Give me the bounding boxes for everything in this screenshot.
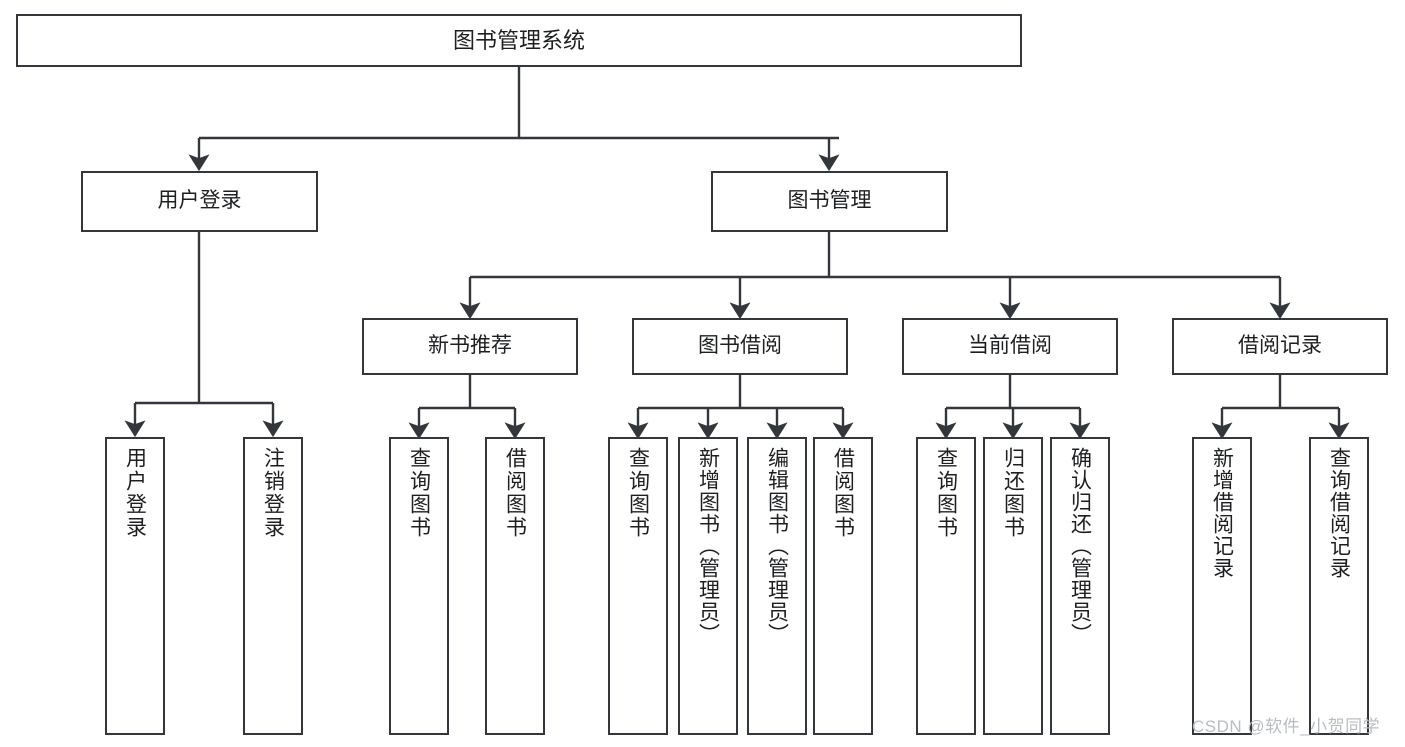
node-current-borrow[interactable]: 当前借阅	[902, 318, 1118, 375]
node-leaf-confirm-return[interactable]: 确认归还（管理员）	[1050, 437, 1110, 735]
node-root-label: 图书管理系统	[452, 27, 585, 53]
node-book-manage[interactable]: 图书管理	[711, 171, 948, 232]
node-leaf-add-book[interactable]: 新增图书（管理员）	[678, 437, 738, 735]
node-book-borrow[interactable]: 图书借阅	[632, 318, 848, 375]
node-leaf-user-login[interactable]: 用户登录	[105, 437, 165, 735]
node-user-login[interactable]: 用户登录	[81, 171, 318, 232]
csdn-watermark: CSDN @软件_小贺同学	[1192, 717, 1381, 736]
node-user-login-label: 用户登录	[157, 189, 242, 213]
node-leaf-query-book-1[interactable]: 查询图书	[389, 437, 449, 735]
node-new-book-recommend-label: 新书推荐	[428, 334, 512, 358]
node-borrow-record-label: 借阅记录	[1238, 334, 1322, 358]
node-leaf-query-record-label: 查询借阅记录	[1327, 447, 1351, 579]
node-book-borrow-label: 图书借阅	[698, 334, 782, 358]
node-leaf-edit-book-label: 编辑图书（管理员）	[765, 447, 789, 645]
node-leaf-borrow-book-2-label: 借阅图书	[831, 447, 855, 539]
node-leaf-query-book-2[interactable]: 查询图书	[608, 437, 668, 735]
node-leaf-add-record-label: 新增借阅记录	[1210, 447, 1234, 579]
node-leaf-user-login-label: 用户登录	[123, 447, 147, 539]
node-leaf-query-book-2-label: 查询图书	[626, 447, 650, 539]
node-current-borrow-label: 当前借阅	[968, 334, 1052, 358]
node-leaf-query-book-1-label: 查询图书	[407, 447, 431, 539]
node-new-book-recommend[interactable]: 新书推荐	[362, 318, 578, 375]
node-leaf-add-record[interactable]: 新增借阅记录	[1192, 437, 1252, 735]
node-leaf-return-book-label: 归还图书	[1001, 447, 1025, 539]
node-leaf-logout-login[interactable]: 注销登录	[243, 437, 303, 735]
node-leaf-query-book-3[interactable]: 查询图书	[916, 437, 976, 735]
node-leaf-borrow-book-2[interactable]: 借阅图书	[813, 437, 873, 735]
node-leaf-query-record[interactable]: 查询借阅记录	[1309, 437, 1369, 735]
node-root[interactable]: 图书管理系统	[16, 14, 1022, 67]
node-leaf-confirm-return-label: 确认归还（管理员）	[1068, 447, 1092, 645]
node-leaf-query-book-3-label: 查询图书	[934, 447, 958, 539]
node-leaf-borrow-book-1[interactable]: 借阅图书	[485, 437, 545, 735]
node-borrow-record[interactable]: 借阅记录	[1172, 318, 1388, 375]
node-leaf-borrow-book-1-label: 借阅图书	[503, 447, 527, 539]
node-leaf-return-book[interactable]: 归还图书	[983, 437, 1043, 735]
node-leaf-logout-login-label: 注销登录	[261, 447, 285, 539]
node-leaf-edit-book[interactable]: 编辑图书（管理员）	[747, 437, 807, 735]
node-leaf-add-book-label: 新增图书（管理员）	[696, 447, 720, 645]
node-book-manage-label: 图书管理	[787, 189, 872, 213]
